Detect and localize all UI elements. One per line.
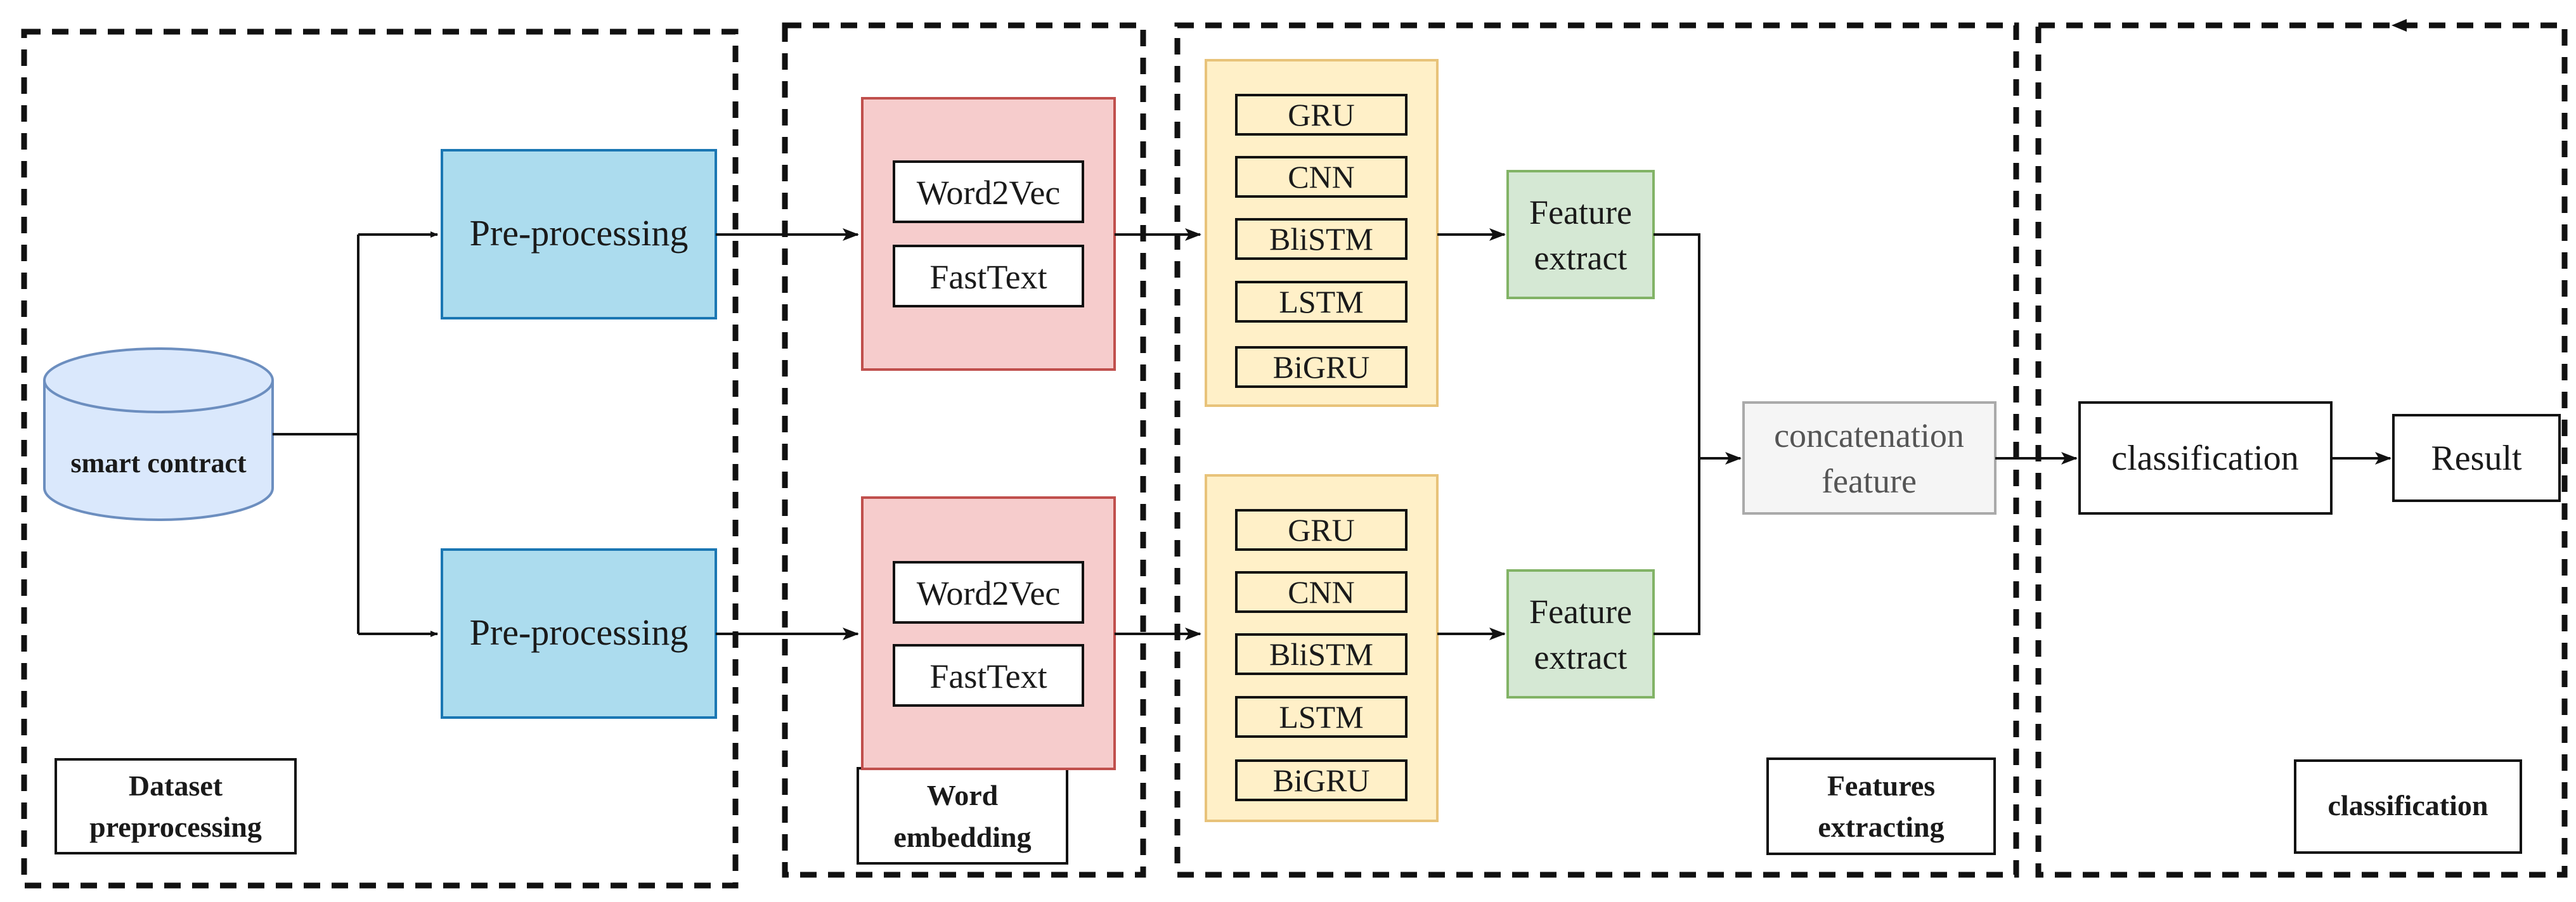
label-dataset-preprocessing-line1: Dataset [129, 770, 223, 802]
preprocess-top-label: Pre-processing [470, 212, 689, 254]
result-label: Result [2431, 439, 2522, 478]
models-top-gru: GRU [1288, 97, 1355, 132]
models-top-bigru: BiGRU [1273, 349, 1370, 385]
models-top-box: GRU CNN BliSTM LSTM BiGRU [1205, 59, 1439, 407]
label-classification-section: classification [2294, 759, 2522, 854]
feature-extract-top-box: Feature extract [1506, 170, 1655, 299]
embedding-bottom-fasttext: FastText [929, 657, 1047, 695]
label-word-embedding-line1: Word [927, 779, 999, 811]
feature-extract-bottom-line1: Feature [1529, 593, 1632, 631]
embedding-top-fasttext: FastText [929, 258, 1047, 296]
frame-arrowhead [2392, 19, 2407, 32]
label-features-extracting: Features extracting [1766, 757, 1996, 855]
result-box: Result [2392, 414, 2561, 502]
models-to-feature-arrows [1437, 228, 1506, 640]
models-bottom-box: GRU CNN BliSTM LSTM BiGRU [1205, 474, 1439, 822]
smart-contract-database-icon: smart contract [43, 347, 274, 521]
preprocess-bottom-label: Pre-processing [470, 612, 689, 653]
concatenation-feature-box: concatenation feature [1742, 401, 1997, 515]
embedding-bottom-box: Word2Vec FastText [861, 496, 1116, 770]
word-embedding-frame [782, 22, 1146, 878]
feature-extract-bottom-box: Feature extract [1506, 569, 1655, 699]
label-features-extracting-line1: Features [1827, 770, 1935, 802]
label-classification-section-text: classification [2328, 789, 2489, 821]
models-top-cnn: CNN [1288, 159, 1355, 195]
feature-extract-top-line2: extract [1534, 239, 1628, 277]
concat-line1: concatenation [1774, 416, 1964, 454]
label-features-extracting-line2: extracting [1818, 811, 1944, 843]
embedding-top-box: Word2Vec FastText [861, 97, 1116, 371]
models-top-blistm: BliSTM [1269, 221, 1373, 257]
smart-contract-label: smart contract [70, 448, 247, 479]
classification-box: classification [2078, 401, 2333, 515]
merge-connector [1654, 233, 1742, 635]
models-bottom-blistm: BliSTM [1269, 636, 1373, 672]
features-extracting-frame [1174, 22, 2019, 878]
preprocess-top-box: Pre-processing [441, 149, 717, 319]
models-bottom-bigru: BiGRU [1273, 763, 1370, 798]
label-dataset-preprocessing: Dataset preprocessing [55, 758, 297, 854]
classification-frame [2035, 22, 2568, 878]
concat-line2: feature [1822, 462, 1917, 500]
preprocess-bottom-box: Pre-processing [441, 548, 717, 719]
feature-extract-bottom-line2: extract [1534, 638, 1628, 676]
models-top-lstm: LSTM [1279, 284, 1363, 319]
source-split-connector [273, 231, 438, 637]
label-dataset-preprocessing-line2: preprocessing [89, 811, 262, 843]
embedding-bottom-word2vec: Word2Vec [917, 574, 1061, 612]
models-bottom-cnn: CNN [1288, 574, 1355, 610]
feature-extract-top-line1: Feature [1529, 193, 1632, 231]
models-bottom-gru: GRU [1288, 512, 1355, 548]
preprocess-to-embedding-arrows [716, 228, 859, 640]
label-word-embedding-line2: embedding [893, 821, 1031, 853]
models-bottom-lstm: LSTM [1279, 699, 1363, 735]
label-word-embedding: Word embedding [857, 767, 1068, 865]
embedding-top-word2vec: Word2Vec [917, 174, 1061, 212]
embedding-to-models-arrows [1115, 228, 1201, 640]
classification-label: classification [2111, 439, 2298, 478]
